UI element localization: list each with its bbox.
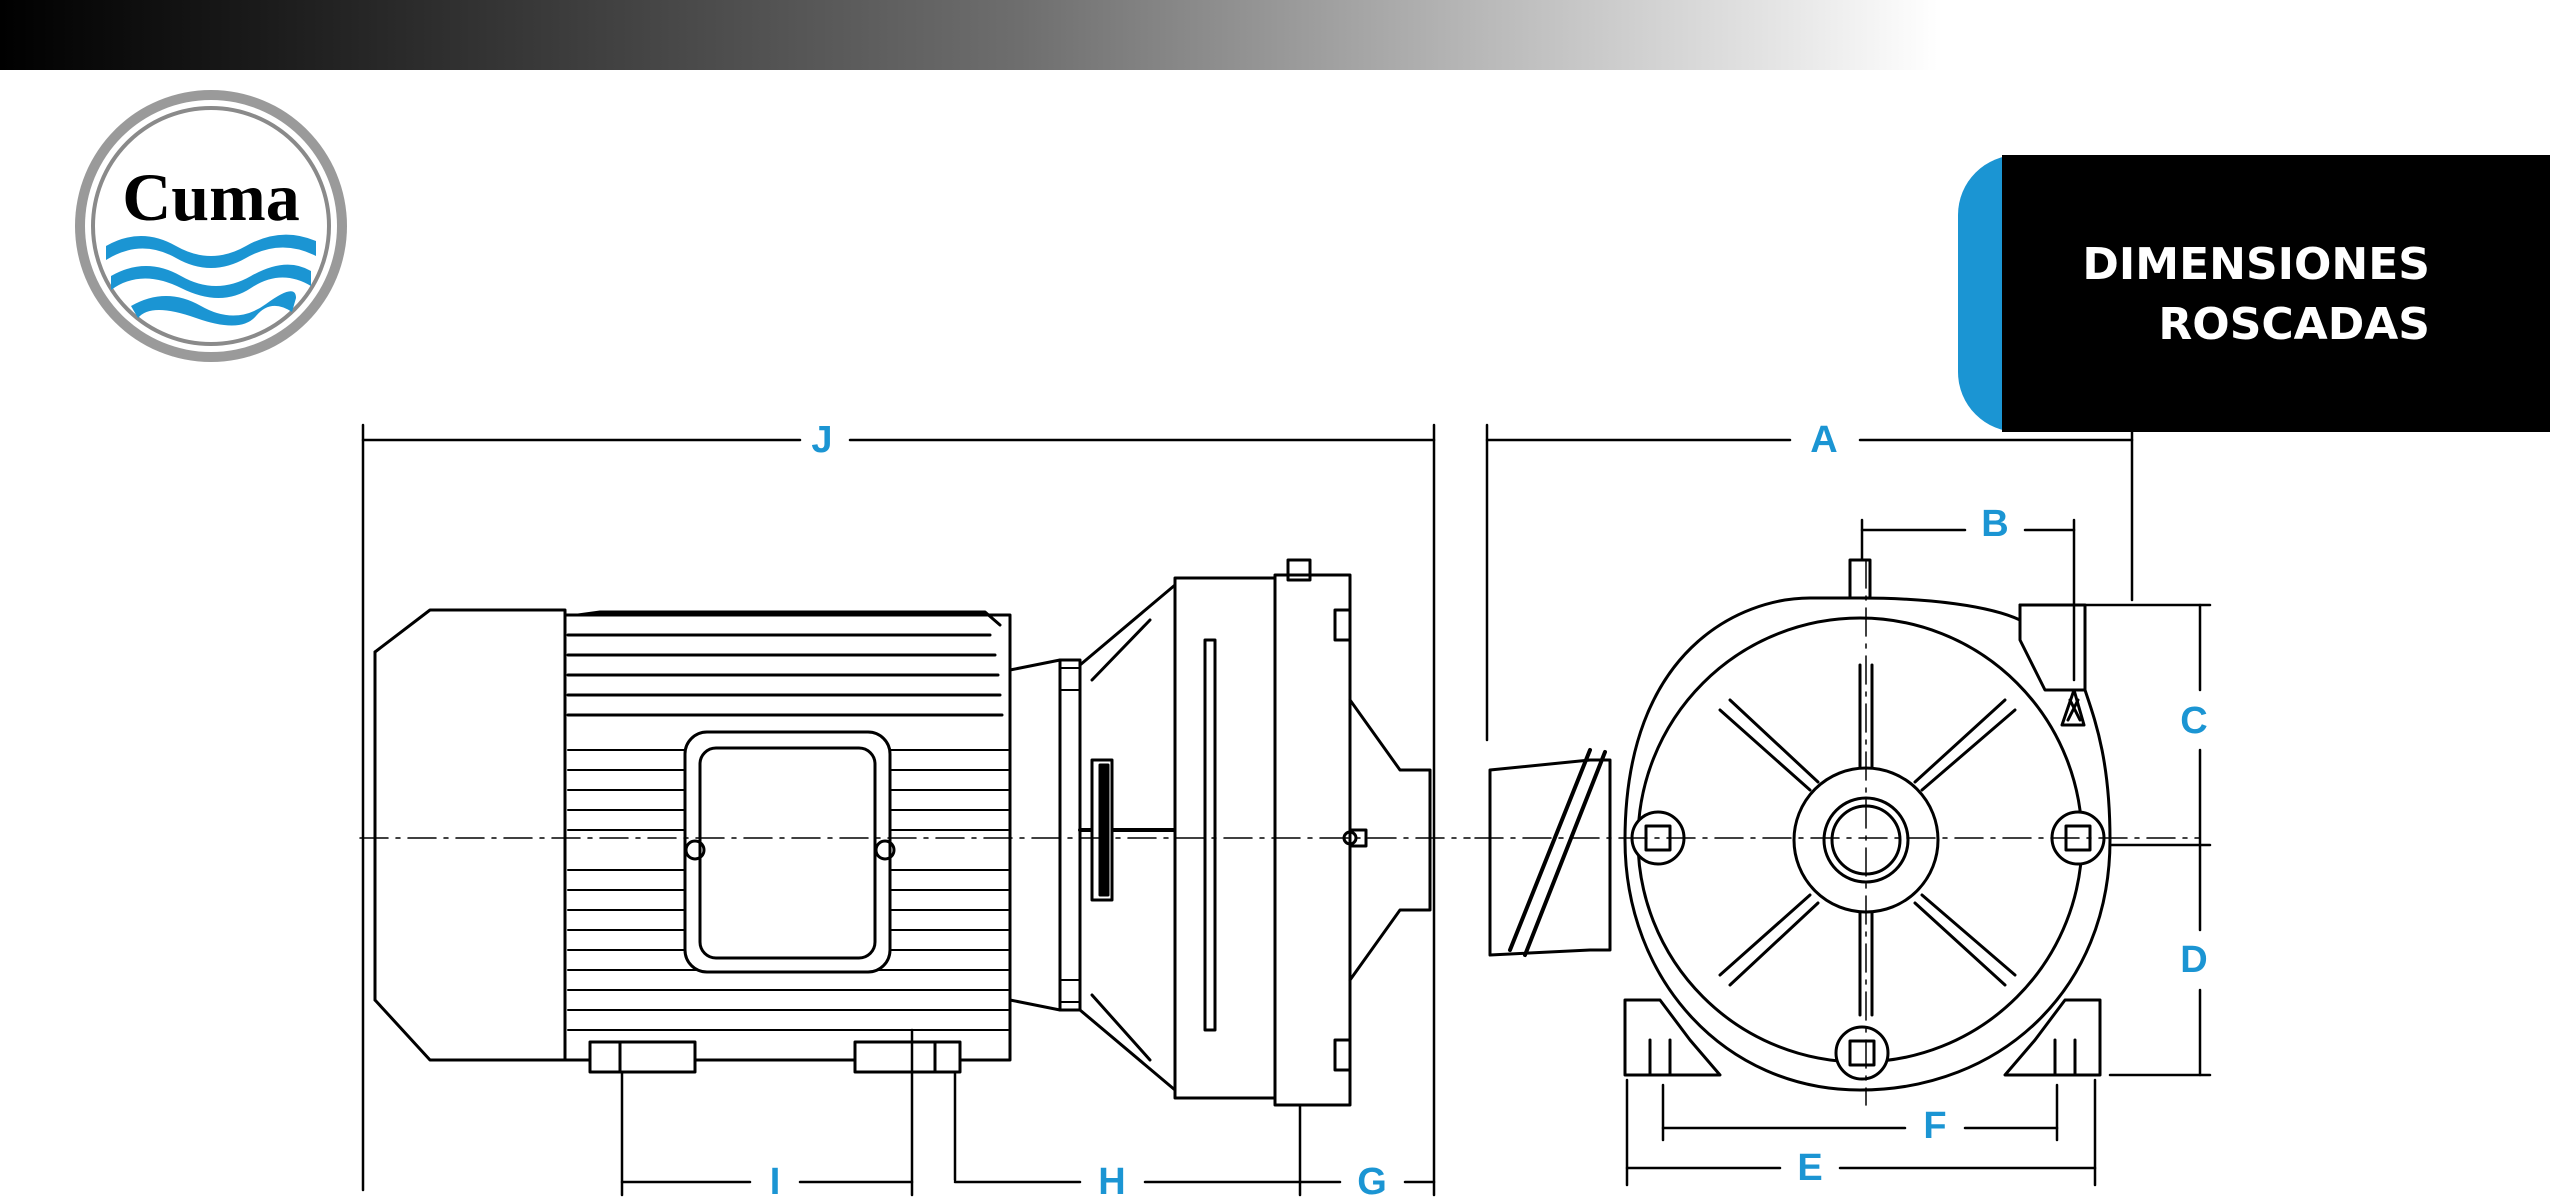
title-tab-panel [2002, 155, 2550, 432]
dim-label-e: E [1797, 1147, 1822, 1189]
dim-label-c: C [2180, 700, 2207, 742]
section-title: DIMENSIONES ROSCADAS [2082, 235, 2430, 355]
dim-label-d: D [2180, 939, 2207, 981]
dim-label-g: G [1357, 1161, 1387, 1201]
front-view-pump [1488, 558, 2112, 1092]
dim-label-f: F [1923, 1105, 1946, 1147]
section-title-tab: DIMENSIONES ROSCADAS [1958, 155, 2550, 432]
cuma-logo: Cuma [66, 86, 356, 366]
center-lines [359, 559, 2201, 1106]
dim-label-h: H [1098, 1161, 1125, 1201]
cuma-wave-logo-icon: Cuma [75, 90, 347, 362]
dim-label-a: A [1810, 419, 1837, 461]
side-view-pump [373, 558, 1432, 1107]
dimension-labels: J A B C D F E I H G [770, 419, 2208, 1201]
dim-label-b: B [1981, 503, 2008, 545]
logo-wordmark: Cuma [122, 159, 300, 235]
title-line-2: ROSCADAS [2158, 299, 2430, 350]
top-gradient-bar [0, 0, 2550, 70]
dim-label-i: I [770, 1161, 781, 1201]
dimension-lines [361, 423, 2212, 1197]
title-line-1: DIMENSIONES [2082, 239, 2430, 290]
dim-label-j: J [811, 419, 832, 461]
